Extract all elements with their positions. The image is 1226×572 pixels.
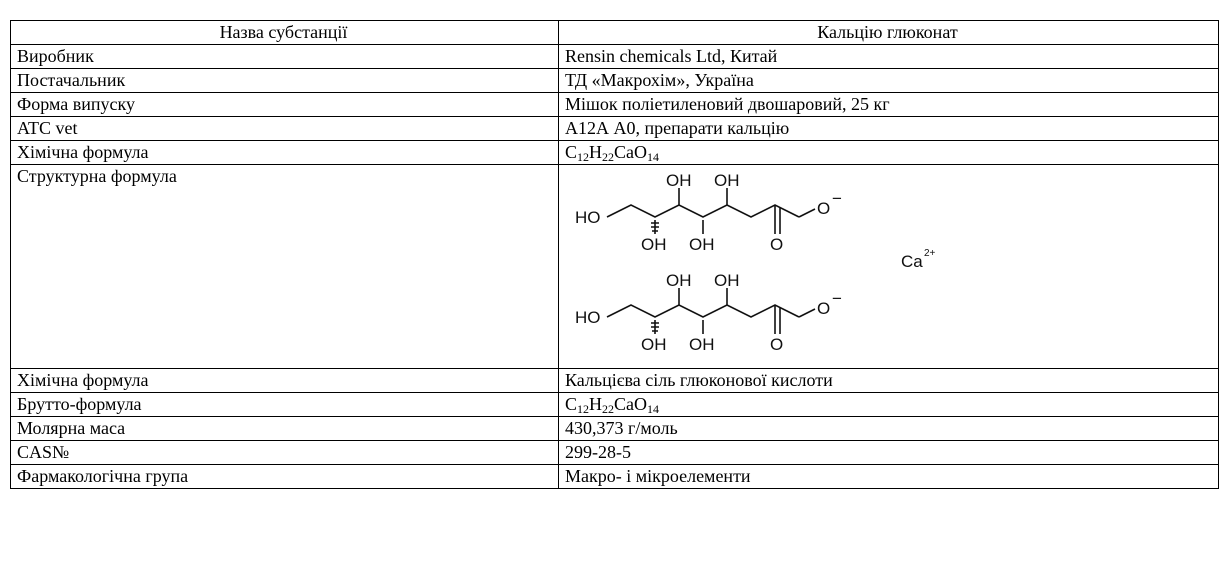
row-label: Структурна формула (10, 164, 559, 369)
struct-o-label: O (770, 335, 783, 354)
table-row: ATC vet А12А А0, препарати кальцію (10, 116, 1219, 141)
formula-h-count: 22 (602, 402, 615, 416)
struct-oh-label: OH (714, 172, 740, 190)
table-row: Хімічна формула C12H22CaO14 (10, 140, 1219, 165)
substance-properties-table: Назва субстанції Кальцію глюконат Виробн… (10, 20, 1219, 489)
formula-cao: CaO (614, 142, 648, 162)
header-substance-name: Назва субстанції (10, 20, 559, 45)
row-label: CAS№ (10, 440, 559, 465)
table-row: CAS№ 299-28-5 (10, 440, 1219, 465)
row-label: Брутто-формула (10, 392, 559, 417)
table-header-row: Назва субстанції Кальцію глюконат (10, 20, 1219, 45)
calcium-gluconate-structure-diagram: HO OH OH OH OH O O (575, 172, 936, 354)
struct-calcium-label: Ca (901, 252, 923, 271)
struct-bond (606, 304, 800, 318)
struct-bond (606, 204, 800, 218)
struct-o-label: O (817, 299, 830, 318)
struct-oh-label: OH (714, 271, 740, 290)
struct-minus-label: − (832, 189, 842, 208)
struct-ho-label: HO (575, 308, 601, 327)
struct-oh-label: OH (641, 335, 667, 354)
row-label: Молярна маса (10, 416, 559, 441)
struct-bond (798, 308, 816, 318)
row-label: Хімічна формула (10, 368, 559, 393)
struct-ho-label: HO (575, 208, 601, 227)
formula-o-count: 14 (647, 402, 660, 416)
formula-o-count: 14 (647, 150, 660, 164)
table-row: Форма випуску Мішок поліетиленовий двоша… (10, 92, 1219, 117)
row-label: ATC vet (10, 116, 559, 141)
formula-c-count: 12 (577, 150, 590, 164)
row-value: 430,373 г/моль (558, 416, 1219, 441)
row-label: Виробник (10, 44, 559, 69)
gross-formula-value: C12H22CaO14 (558, 392, 1219, 417)
row-value: ТД «Макрохім», Україна (558, 68, 1219, 93)
row-label: Хімічна формула (10, 140, 559, 165)
row-value: 299-28-5 (558, 440, 1219, 465)
struct-oh-label: OH (666, 172, 692, 190)
struct-oh-label: OH (641, 235, 667, 254)
struct-oh-label: OH (666, 271, 692, 290)
gluconate-anion-bottom: HO OH OH OH OH O O (575, 271, 842, 354)
formula-c: C (565, 142, 578, 162)
formula-c: C (565, 394, 578, 414)
row-label: Постачальник (10, 68, 559, 93)
struct-o-label: O (770, 235, 783, 254)
row-value: Rensin chemicals Ltd, Китай (558, 44, 1219, 69)
struct-hashed-bond (651, 220, 659, 234)
table-row: Брутто-формула C12H22CaO14 (10, 392, 1219, 417)
formula-h: H (589, 394, 603, 414)
table-row: Хімічна формула Кальцієва сіль глюконово… (10, 368, 1219, 393)
formula-cao: CaO (614, 394, 648, 414)
struct-minus-label: − (832, 289, 842, 308)
row-label: Форма випуску (10, 92, 559, 117)
table-row-structure: Структурна формула HO OH (10, 164, 1219, 369)
row-value: Мішок поліетиленовий двошаровий, 25 кг (558, 92, 1219, 117)
formula-h-count: 22 (602, 150, 615, 164)
structural-formula-cell: HO OH OH OH OH O O (558, 164, 1219, 369)
row-label: Фармакологічна група (10, 464, 559, 489)
table-row: Постачальник ТД «Макрохім», Україна (10, 68, 1219, 93)
row-value: Кальцієва сіль глюконової кислоти (558, 368, 1219, 393)
struct-bond (798, 208, 816, 218)
struct-o-label: O (817, 199, 830, 218)
row-value: А12А А0, препарати кальцію (558, 116, 1219, 141)
struct-hashed-bond (651, 320, 659, 334)
table-row: Молярна маса 430,373 г/моль (10, 416, 1219, 441)
table-row: Виробник Rensin chemicals Ltd, Китай (10, 44, 1219, 69)
struct-oh-label: OH (689, 335, 715, 354)
chemical-formula-value: C12H22CaO14 (558, 140, 1219, 165)
struct-charge-label: 2+ (924, 248, 936, 259)
gluconate-anion-top: HO OH OH OH OH O O (575, 172, 842, 254)
struct-oh-label: OH (689, 235, 715, 254)
header-substance-value: Кальцію глюконат (558, 20, 1219, 45)
formula-h: H (589, 142, 603, 162)
table-row: Фармакологічна група Макро- і мікроелеме… (10, 464, 1219, 489)
row-value: Макро- і мікроелементи (558, 464, 1219, 489)
formula-c-count: 12 (577, 402, 590, 416)
